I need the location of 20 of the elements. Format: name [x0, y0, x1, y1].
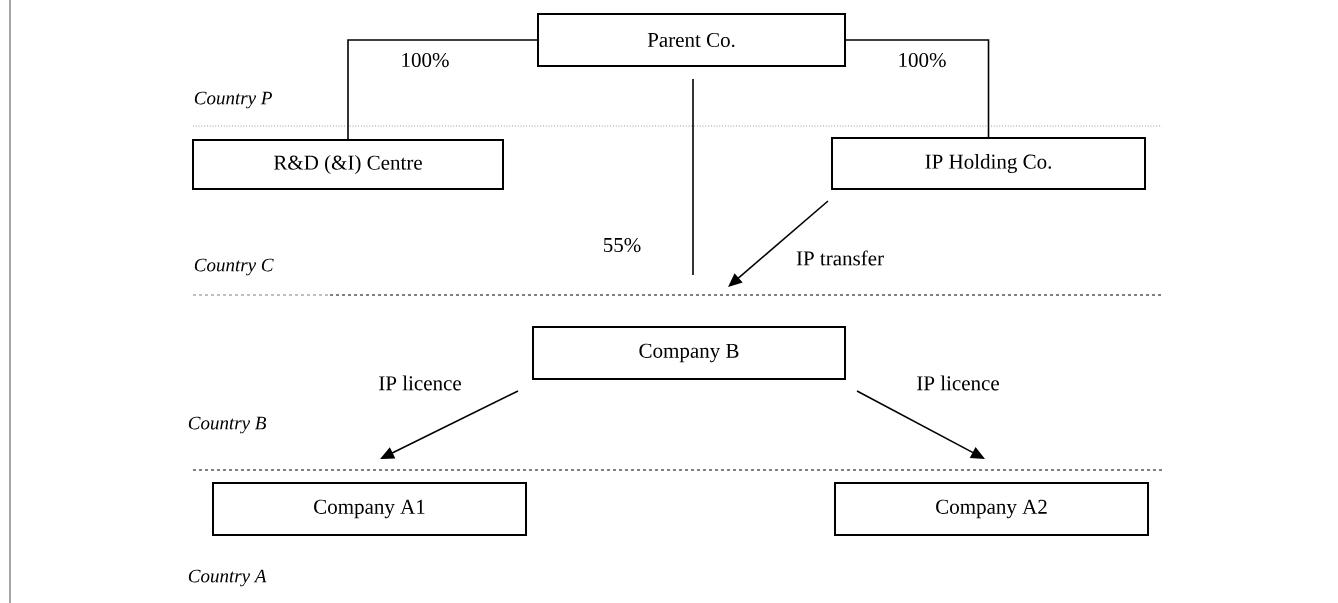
edge-label: 100% — [899, 52, 946, 68]
region-label: Country C — [194, 258, 274, 276]
company-box: IP Holding Co. — [831, 137, 1146, 190]
company-box: Company A1 — [212, 482, 527, 536]
edge-label: IP licence — [379, 375, 461, 391]
company-box: R&D (&I) Centre — [192, 139, 504, 190]
company-box: Parent Co. — [537, 13, 846, 67]
company-box: Company A2 — [834, 482, 1149, 536]
connector-line — [692, 78, 694, 276]
arrow — [728, 200, 829, 287]
region-label: Country B — [188, 416, 266, 434]
edge-label: 55% — [604, 237, 641, 253]
region-label: Country A — [188, 569, 267, 587]
connector-line — [845, 39, 990, 138]
region-label: Country P — [194, 91, 272, 109]
connector-line — [347, 39, 538, 140]
edge-label: 100% — [402, 52, 449, 68]
edge-label: IP licence — [917, 375, 999, 391]
edge-label: IP transfer — [796, 250, 884, 266]
company-box: Company B — [532, 326, 846, 380]
